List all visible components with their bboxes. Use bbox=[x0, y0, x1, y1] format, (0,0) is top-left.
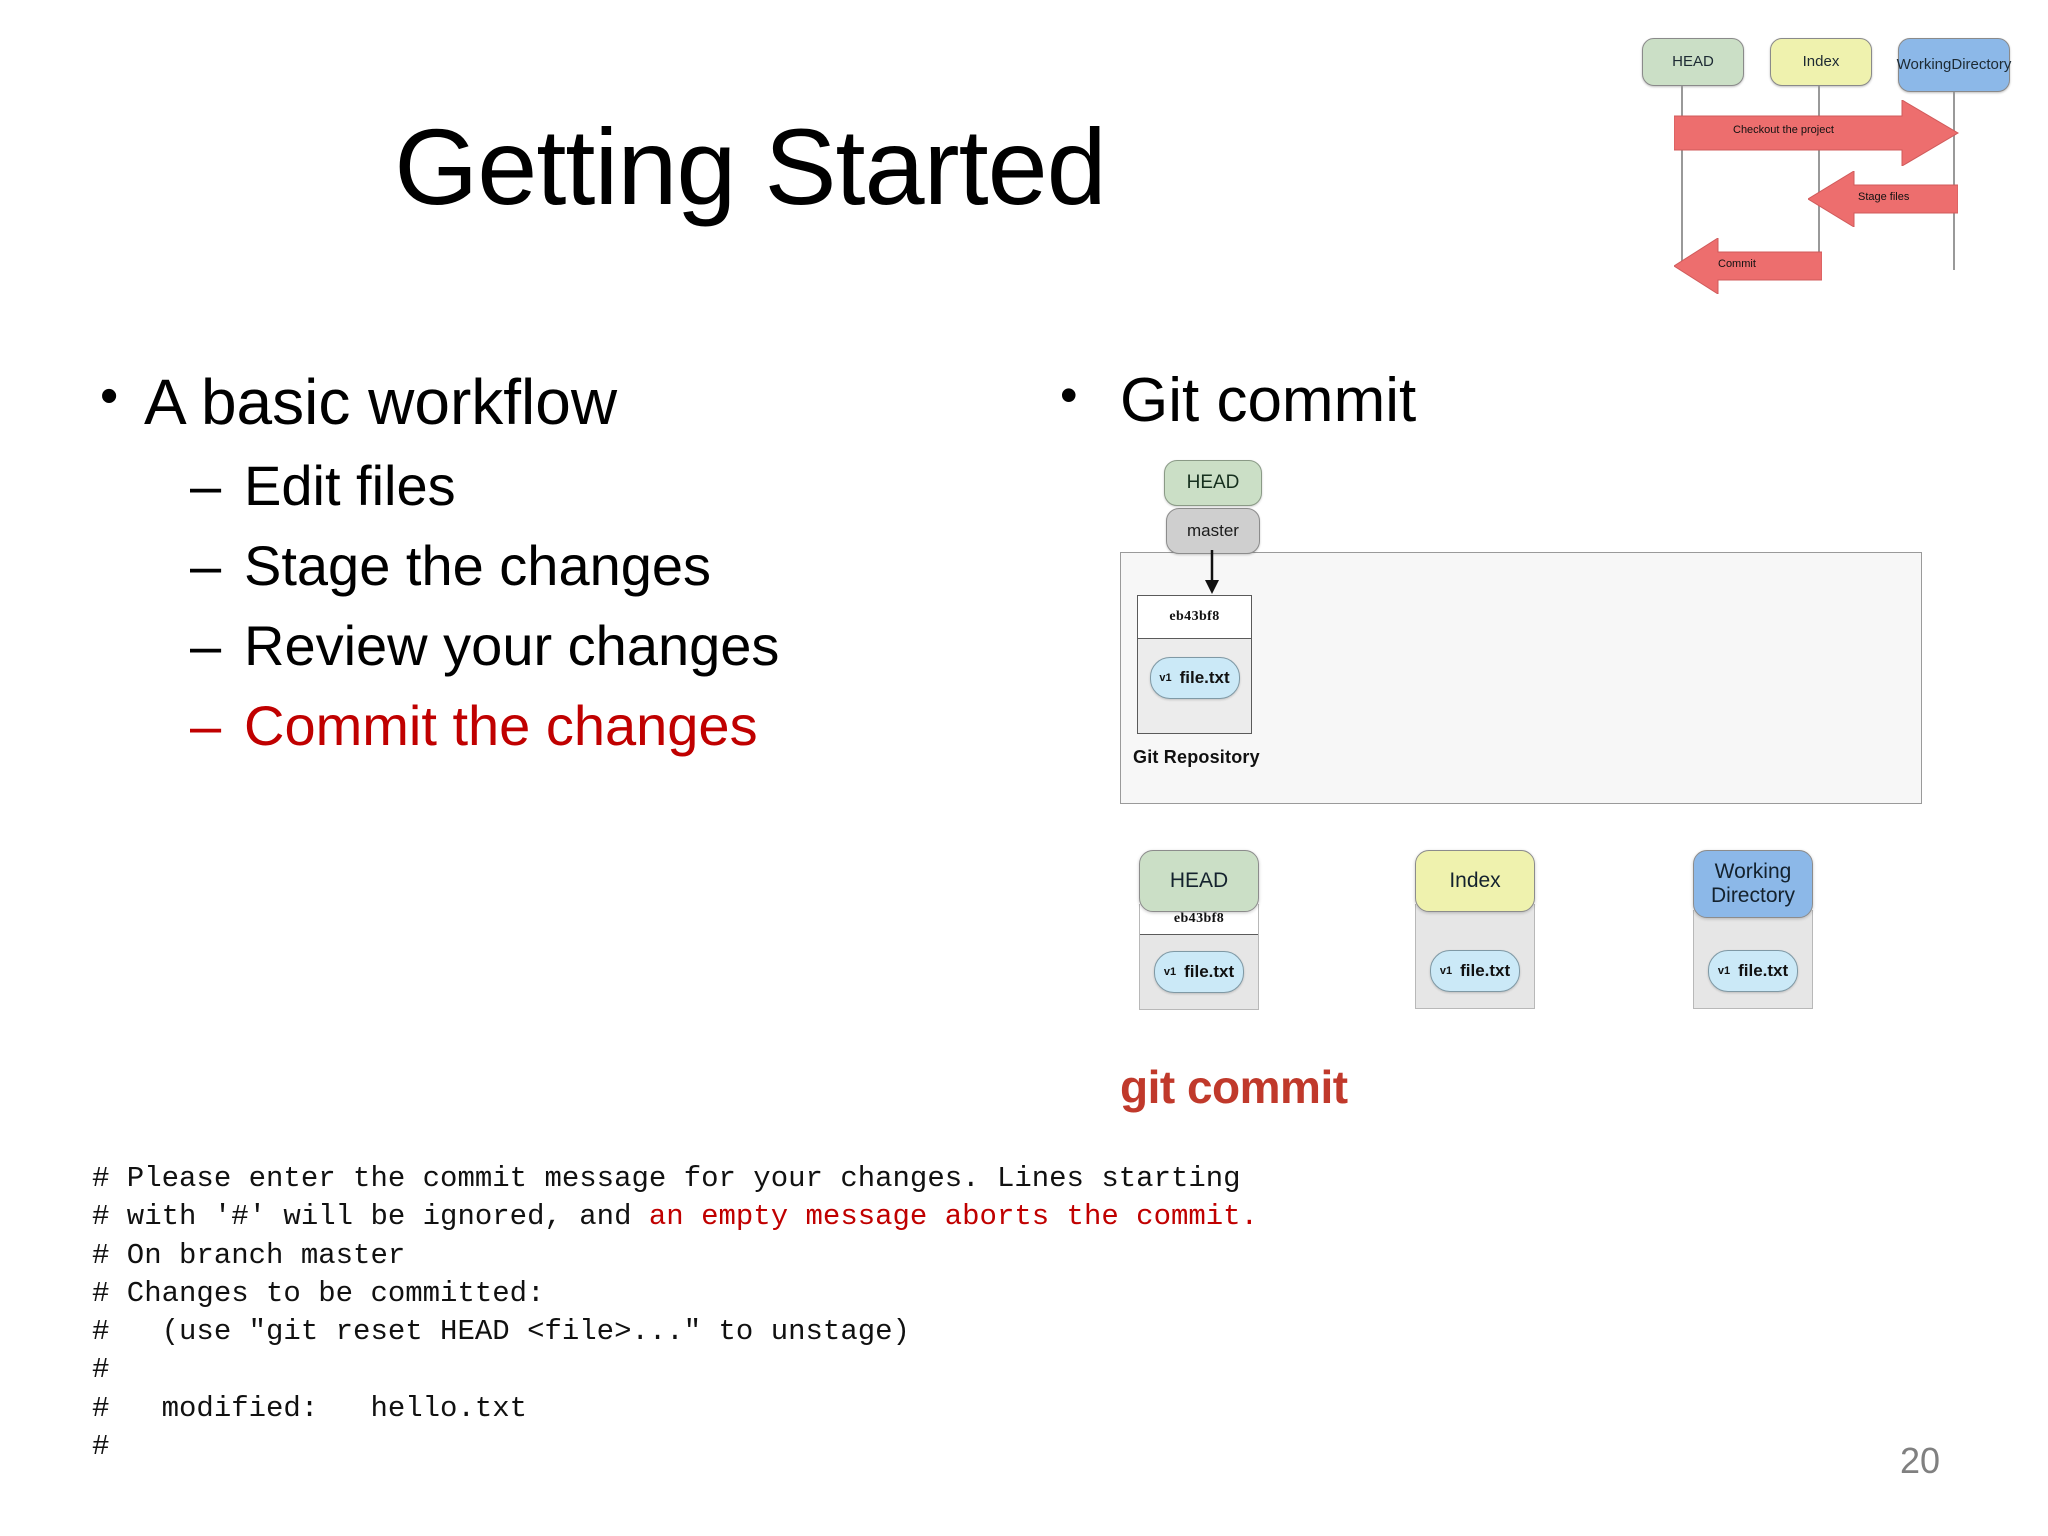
bullet-step-label: Stage the changes bbox=[244, 534, 712, 597]
diagram-commit-object: eb43bf8 v1 file.txt bbox=[1137, 595, 1252, 734]
blob-filename-label: file.txt bbox=[1179, 668, 1230, 687]
workflow-bullet-list: • A basic workflow – Edit files – Stage … bbox=[100, 370, 1060, 778]
seq-node-working-directory-line2: Directory bbox=[1951, 55, 2012, 73]
bullet-step-label: Edit files bbox=[244, 454, 456, 517]
area-stack-working-blob: v1 file.txt bbox=[1708, 950, 1798, 992]
area-stack-index-title: Index bbox=[1415, 850, 1535, 912]
area-stack-head-blob: v1 file.txt bbox=[1154, 951, 1244, 993]
bullet-step-label: Commit the changes bbox=[244, 694, 758, 757]
area-stack-head-title-line1: HEAD bbox=[1169, 868, 1229, 892]
blob-filename-label: file.txt bbox=[1460, 961, 1511, 980]
terminal-line-6: # bbox=[92, 1353, 110, 1387]
seq-arrow-commit-icon bbox=[1674, 238, 1822, 294]
bullet-step-commit-changes: – Commit the changes bbox=[190, 698, 1060, 754]
area-stack-index-blob: v1 file.txt bbox=[1430, 950, 1520, 992]
bullet-dash-icon: – bbox=[190, 454, 222, 517]
terminal-line-2-black: # with '#' will be ignored, and bbox=[92, 1200, 649, 1234]
blob-version-label: v1 bbox=[1159, 672, 1172, 684]
seq-node-index: Index bbox=[1770, 38, 1872, 86]
bullet-workflow-heading-label: A basic workflow bbox=[144, 366, 618, 438]
diagram-master-branch-node: master bbox=[1166, 508, 1260, 554]
terminal-line-4: # Changes to be committed: bbox=[92, 1276, 545, 1310]
area-stack-head-title: HEAD bbox=[1139, 850, 1259, 912]
bullet-dot-icon: • bbox=[100, 367, 119, 425]
bullet-dash-icon: – bbox=[190, 694, 222, 757]
terminal-line-2-red: an empty message aborts the commit. bbox=[648, 1200, 1258, 1234]
diagram-commit-hash: eb43bf8 bbox=[1138, 596, 1251, 639]
blob-version-label: v1 bbox=[1439, 965, 1453, 977]
area-stack-head: HEAD eb43bf8 v1 file.txt bbox=[1139, 850, 1259, 1010]
seq-arrow-commit-label: Commit bbox=[1718, 258, 1756, 270]
area-stack-working-title-line2: Directory bbox=[1710, 884, 1795, 907]
area-stack-working-title: Working Directory bbox=[1693, 850, 1813, 918]
seq-arrow-checkout-icon bbox=[1674, 100, 1959, 166]
bullet-git-commit-heading-label: Git commit bbox=[1120, 366, 1417, 435]
git-repository-label: Git Repository bbox=[1133, 747, 1260, 767]
area-stack-head-body: eb43bf8 v1 file.txt bbox=[1139, 904, 1259, 1010]
seq-arrow-stage-icon bbox=[1808, 171, 1958, 227]
page-title: Getting Started bbox=[394, 106, 1106, 227]
git-areas-sequence-diagram: HEAD Index Working Directory Checkout th… bbox=[1630, 24, 2030, 374]
bullet-dot-icon: • bbox=[1060, 367, 1078, 423]
bullet-git-commit-heading: • Git commit bbox=[1060, 370, 1760, 432]
bullet-dash-icon: – bbox=[190, 614, 222, 677]
diagram-head-node: HEAD bbox=[1164, 460, 1262, 506]
bullet-step-edit-files: – Edit files bbox=[190, 458, 1060, 514]
git-commit-caption: git commit bbox=[1120, 1061, 1348, 1113]
git-commit-section: • Git commit bbox=[1060, 370, 1760, 432]
bullet-step-label: Review your changes bbox=[244, 614, 780, 677]
terminal-line-7: # modified: hello.txt bbox=[92, 1391, 528, 1425]
seq-lifeline-working bbox=[1953, 92, 1955, 270]
area-stack-index-body: v1 file.txt bbox=[1415, 904, 1535, 1009]
terminal-line-8: # bbox=[92, 1429, 110, 1463]
git-commit-diagram: Git Repository HEAD master eb43bf8 v1 fi… bbox=[1115, 460, 1935, 1113]
bullet-step-review-changes: – Review your changes bbox=[190, 618, 1060, 674]
area-stack-index-title-line1: Index bbox=[1449, 868, 1501, 892]
area-stack-working-directory: Working Directory v1 file.txt bbox=[1693, 850, 1813, 1009]
arrow-down-icon bbox=[1205, 550, 1219, 594]
blob-filename-label: file.txt bbox=[1184, 962, 1235, 981]
seq-arrow-stage-label: Stage files bbox=[1858, 191, 1910, 203]
page-number: 20 bbox=[1900, 1440, 1941, 1481]
bullet-step-stage-changes: – Stage the changes bbox=[190, 538, 1060, 594]
seq-lifeline-head bbox=[1681, 86, 1683, 266]
git-repository-box bbox=[1120, 552, 1922, 804]
blob-version-label: v1 bbox=[1717, 965, 1731, 977]
bullet-dash-icon: – bbox=[190, 534, 222, 597]
bullet-workflow-heading: • A basic workflow bbox=[100, 370, 1060, 434]
seq-node-working-directory-line1: Working bbox=[1896, 55, 1952, 73]
area-stack-working-body: v1 file.txt bbox=[1693, 910, 1813, 1009]
seq-lifeline-index bbox=[1818, 86, 1820, 268]
terminal-line-5: # (use "git reset HEAD <file>..." to uns… bbox=[92, 1315, 910, 1349]
diagram-blob-file: v1 file.txt bbox=[1149, 657, 1240, 699]
seq-arrow-checkout-label: Checkout the project bbox=[1733, 124, 1834, 136]
blob-filename-label: file.txt bbox=[1738, 961, 1789, 980]
area-stack-working-title-line1: Working bbox=[1714, 859, 1792, 883]
seq-node-working-directory: Working Directory bbox=[1896, 38, 2012, 92]
terminal-line-1: # Please enter the commit message for yo… bbox=[92, 1162, 1241, 1195]
seq-node-head: HEAD bbox=[1642, 38, 1744, 86]
area-stack-index: Index v1 file.txt bbox=[1415, 850, 1535, 1009]
blob-version-label: v1 bbox=[1163, 966, 1177, 978]
terminal-line-3: # On branch master bbox=[92, 1238, 406, 1272]
commit-message-template: # Please enter the commit message for yo… bbox=[92, 1160, 1258, 1466]
